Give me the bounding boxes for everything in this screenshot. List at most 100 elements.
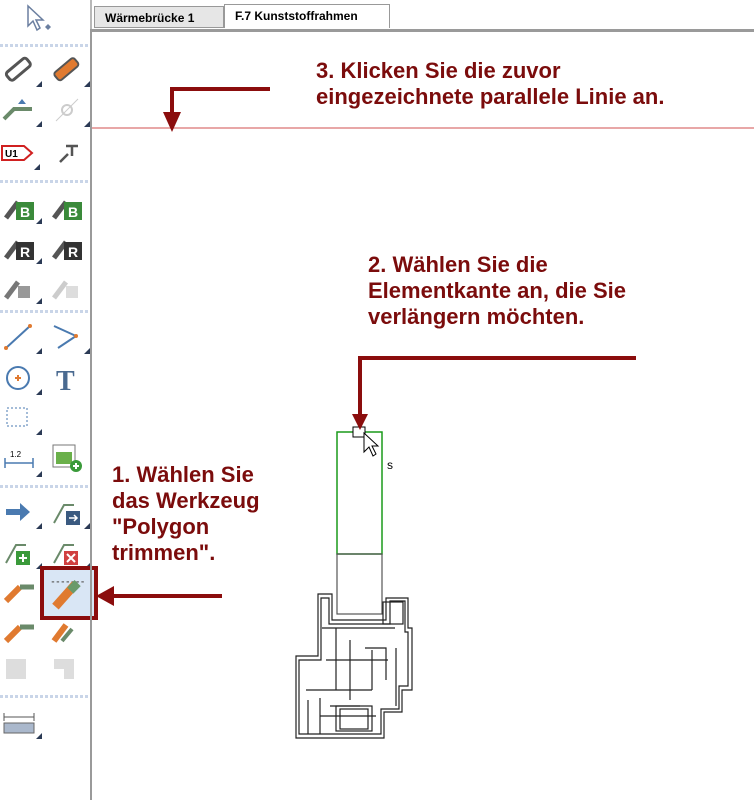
polygon-trim-icon (51, 580, 87, 610)
annotation-line: 1. Wählen Sie (112, 462, 254, 487)
b-boundary-icon: B (52, 200, 82, 220)
snap-marker (352, 426, 366, 438)
tab-waermebruecke-1[interactable]: Wärmebrücke 1 (94, 6, 224, 28)
delete-point-tool[interactable] (50, 537, 90, 569)
trim-tool[interactable] (2, 617, 36, 647)
separator (0, 485, 90, 488)
circle-icon (6, 366, 30, 390)
selected-element-edge[interactable] (336, 431, 383, 555)
svg-text:R: R (68, 244, 78, 260)
square-icon (6, 659, 26, 679)
text-icon: T (56, 366, 75, 397)
line-tool[interactable] (2, 322, 42, 354)
measure-tool[interactable] (2, 707, 42, 739)
boundary-b-tool[interactable]: B (2, 192, 42, 224)
arrow-step2 (358, 356, 636, 418)
separator (0, 695, 90, 698)
boundary-icon (4, 280, 30, 300)
circle-tool[interactable] (2, 363, 42, 395)
boundary-icon (52, 280, 78, 300)
separator (0, 310, 90, 313)
svg-text:1.2: 1.2 (10, 450, 22, 459)
boundary-gray-tool[interactable] (2, 272, 42, 304)
polygon-line-icon (53, 325, 79, 349)
annotation-step1: 1. Wählen Sie das Werkzeug "Polygon trim… (112, 462, 260, 566)
arrowhead-icon (163, 112, 181, 132)
b-boundary-icon: B (4, 200, 34, 220)
polyline-tool[interactable] (2, 95, 42, 127)
temperature-point-tool[interactable] (50, 138, 84, 168)
pointer-icon (27, 4, 51, 32)
rectangle-material-tool[interactable] (50, 55, 90, 87)
arrowhead-icon (352, 414, 368, 430)
svg-text:T: T (56, 366, 75, 393)
separator (0, 44, 90, 47)
arrowhead-icon (96, 586, 114, 606)
insert-image-tool[interactable] (50, 442, 84, 472)
cut-icon (51, 623, 74, 643)
annotation-step3: 3. Klicken Sie die zuvor eingezeichnete … (316, 58, 664, 110)
boundary-r-alt-tool[interactable]: R (50, 232, 84, 262)
line-icon (4, 324, 32, 350)
polyline-icon (2, 99, 32, 121)
circle-disabled-tool[interactable] (50, 95, 90, 127)
r-boundary-icon: R (52, 240, 82, 260)
dimension-tool[interactable]: 1.2 (2, 445, 42, 477)
add-point-icon (5, 544, 30, 565)
r-boundary-icon: R (4, 240, 34, 260)
dimension-icon: 1.2 (4, 450, 34, 468)
move-point-tool[interactable] (50, 497, 90, 529)
polygon-trim-tool[interactable] (40, 566, 98, 620)
dashed-rect-icon (6, 407, 28, 427)
circle-icon (55, 98, 79, 122)
rectangle-material-icon (53, 57, 80, 82)
extend-polygon-tool[interactable] (2, 577, 36, 607)
boundary-disabled-tool[interactable] (50, 272, 84, 302)
extend-icon (3, 584, 34, 604)
svg-text:R: R (20, 244, 30, 260)
cut-tool[interactable] (50, 617, 84, 647)
rectangle-icon (4, 56, 32, 82)
separator (0, 180, 90, 183)
arrow-step3 (170, 87, 270, 118)
svg-text:B: B (68, 204, 78, 220)
mouse-cursor-icon (363, 431, 380, 457)
window-frame-profile[interactable] (295, 431, 413, 739)
text-tool[interactable]: T (50, 363, 84, 397)
arrow-right-icon (6, 503, 30, 521)
add-point-tool[interactable] (2, 537, 42, 569)
tab-f7-kunststoffrahmen[interactable]: F.7 Kunststoffrahmen (224, 4, 390, 28)
boundary-u1-tool[interactable]: U1 (0, 138, 40, 170)
select-pointer-tool[interactable] (22, 4, 56, 34)
delete-point-icon (53, 544, 78, 565)
image-add-icon (52, 444, 82, 472)
annotation-step2: 2. Wählen Sie die Elementkante an, die S… (368, 252, 626, 330)
move-tool[interactable] (2, 497, 42, 529)
annotation-line: verlängern möchten. (368, 304, 585, 329)
fill-disabled-tool[interactable] (2, 655, 36, 685)
snap-label: s (387, 458, 393, 472)
polygon-line-tool[interactable] (50, 322, 90, 354)
annotation-line: "Polygon (112, 514, 210, 539)
trim-icon (3, 624, 34, 644)
annotation-line: eingezeichnete parallele Linie an. (316, 84, 665, 109)
corner-icon (54, 659, 74, 679)
boundary-b-alt-tool[interactable]: B (50, 192, 84, 222)
annotation-arrows (112, 87, 636, 598)
annotation-line: Elementkante an, die Sie (368, 278, 626, 303)
annotation-line: 2. Wählen Sie die (368, 252, 548, 277)
annotation-line: 3. Klicken Sie die zuvor (316, 58, 561, 83)
ruler-icon (3, 713, 35, 734)
annotation-line: trimmen". (112, 540, 216, 565)
u1-tag-icon: U1 (1, 145, 34, 161)
boundary-r-tool[interactable]: R (2, 232, 42, 264)
svg-text:U1: U1 (5, 149, 18, 160)
rectangle-tool[interactable] (2, 55, 42, 87)
annotation-line: das Werkzeug (112, 488, 260, 513)
svg-text:B: B (20, 204, 30, 220)
corner-disabled-tool[interactable] (50, 655, 84, 685)
selection-rectangle-tool[interactable] (2, 403, 42, 435)
move-point-icon (53, 504, 80, 525)
drawing-canvas[interactable] (90, 29, 754, 800)
